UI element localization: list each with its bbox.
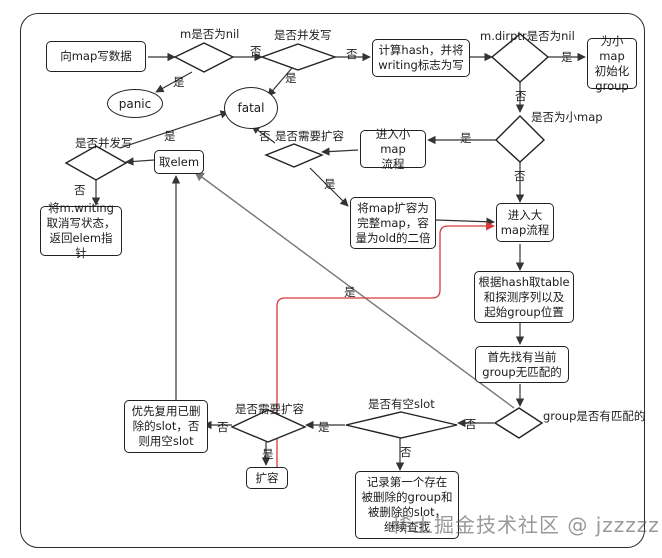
node-write-data: 向map写数据 bbox=[46, 41, 146, 72]
edge-label-grow2-no: 否 bbox=[217, 420, 229, 434]
decision-need-grow-1 bbox=[264, 143, 324, 168]
node-large-map-flow: 进入大 map流程 bbox=[496, 203, 554, 242]
node-grow: 扩容 bbox=[246, 467, 288, 489]
edge-label-group-match-no: 否 bbox=[465, 417, 477, 431]
watermark: 稀土掘金技术社区 @ jzzzzz bbox=[392, 513, 660, 537]
node-take-elem: 取elem bbox=[154, 150, 204, 174]
node-init-small-group: 为小map 初始化 group bbox=[587, 34, 637, 93]
edge-smallflow-to-grow1 bbox=[321, 147, 359, 156]
edge-label-dirptr-yes: 是 bbox=[561, 50, 573, 64]
label-is-small-map: 是否为小map bbox=[531, 110, 603, 124]
node-panic: panic bbox=[107, 89, 163, 118]
decision-is-nil bbox=[173, 42, 235, 73]
edge-takeelem-to-cw2 bbox=[125, 157, 155, 166]
edge-label-cw2-no: 否 bbox=[74, 183, 86, 197]
node-record-deleted: 记录第一个存在 被删除的group和 被删除的slot， 继续查找 bbox=[355, 471, 459, 539]
edge-label-empty-slot-no: 否 bbox=[400, 445, 412, 459]
node-grow-double: 将map扩容为 完整map，容 量为old的二倍 bbox=[350, 197, 436, 249]
edge-label-dirptr-no: 否 bbox=[515, 89, 527, 103]
edge-cw1-to-fatal bbox=[267, 67, 293, 97]
node-find-unmatched: 首先找有当前 group无匹配的 bbox=[475, 346, 569, 383]
label-group-match: group是否有匹配的 bbox=[543, 409, 645, 423]
edge-label-grow2-yes: 是 bbox=[262, 447, 274, 461]
edge-label-grow1-yes: 是 bbox=[324, 177, 336, 191]
label-concurrent-write-1: 是否并发写 bbox=[274, 28, 332, 42]
edge-label-cw2-yes: 是 bbox=[164, 129, 176, 143]
diagram-frame bbox=[20, 13, 645, 548]
edge-match-to-takeelem bbox=[194, 171, 515, 409]
edge-label-empty-slot-yes: 是 bbox=[318, 420, 330, 434]
node-clear-writing: 将m.writing 取消写状态， 返回elem指针 bbox=[40, 201, 122, 260]
edge-label-nil-yes: 是 bbox=[173, 75, 185, 89]
decision-group-match bbox=[493, 407, 544, 439]
decision-concurrent-write-2 bbox=[64, 145, 128, 181]
edge-cw2-to-fatal bbox=[119, 110, 229, 149]
label-need-grow-1: 是否需要扩容 bbox=[275, 129, 344, 143]
edge-grow-to-largeflow bbox=[276, 221, 495, 467]
node-probe-group: 根据hash取table 和探测序列以及 起始group位置 bbox=[474, 271, 574, 323]
label-dirptr-nil: m.dirptr是否为nil bbox=[480, 29, 575, 43]
node-reuse-slot: 优先复用已删 除的slot，否 则用空slot bbox=[124, 400, 208, 453]
label-empty-slot: 是否有空slot bbox=[368, 397, 435, 411]
edge-label-nil-no: 否 bbox=[250, 44, 262, 58]
edge-label-grow1-no: 否 bbox=[259, 129, 271, 143]
label-concurrent-write-2: 是否并发写 bbox=[75, 136, 133, 150]
edge-grow1-to-fatal bbox=[251, 125, 276, 144]
edge-label-small-yes: 是 bbox=[460, 131, 472, 145]
decision-dirptr-nil bbox=[490, 33, 550, 83]
label-need-grow-2: 是否需要扩容 bbox=[235, 402, 304, 416]
decision-empty-slot bbox=[345, 411, 458, 439]
label-is-nil: m是否为nil bbox=[180, 27, 239, 41]
edge-label-cw1-yes: 是 bbox=[285, 71, 297, 85]
node-small-map-flow: 进入小map 流程 bbox=[360, 127, 426, 171]
edge-growdouble-to-largeflow bbox=[435, 217, 495, 226]
decision-concurrent-write-1 bbox=[259, 43, 338, 71]
edge-grow1-to-growdouble bbox=[309, 167, 349, 207]
decision-is-small-map bbox=[494, 115, 546, 163]
node-fatal: fatal bbox=[224, 87, 278, 129]
decision-need-grow-2 bbox=[230, 409, 307, 443]
edge-label-group-match-yes: 是 bbox=[344, 285, 356, 299]
node-compute-hash: 计算hash，并将 writing标志为写 bbox=[372, 39, 470, 77]
edge-nil-to-panic bbox=[155, 71, 193, 93]
edge-label-cw1-no: 否 bbox=[346, 47, 358, 61]
edge-label-small-no: 否 bbox=[514, 169, 526, 183]
